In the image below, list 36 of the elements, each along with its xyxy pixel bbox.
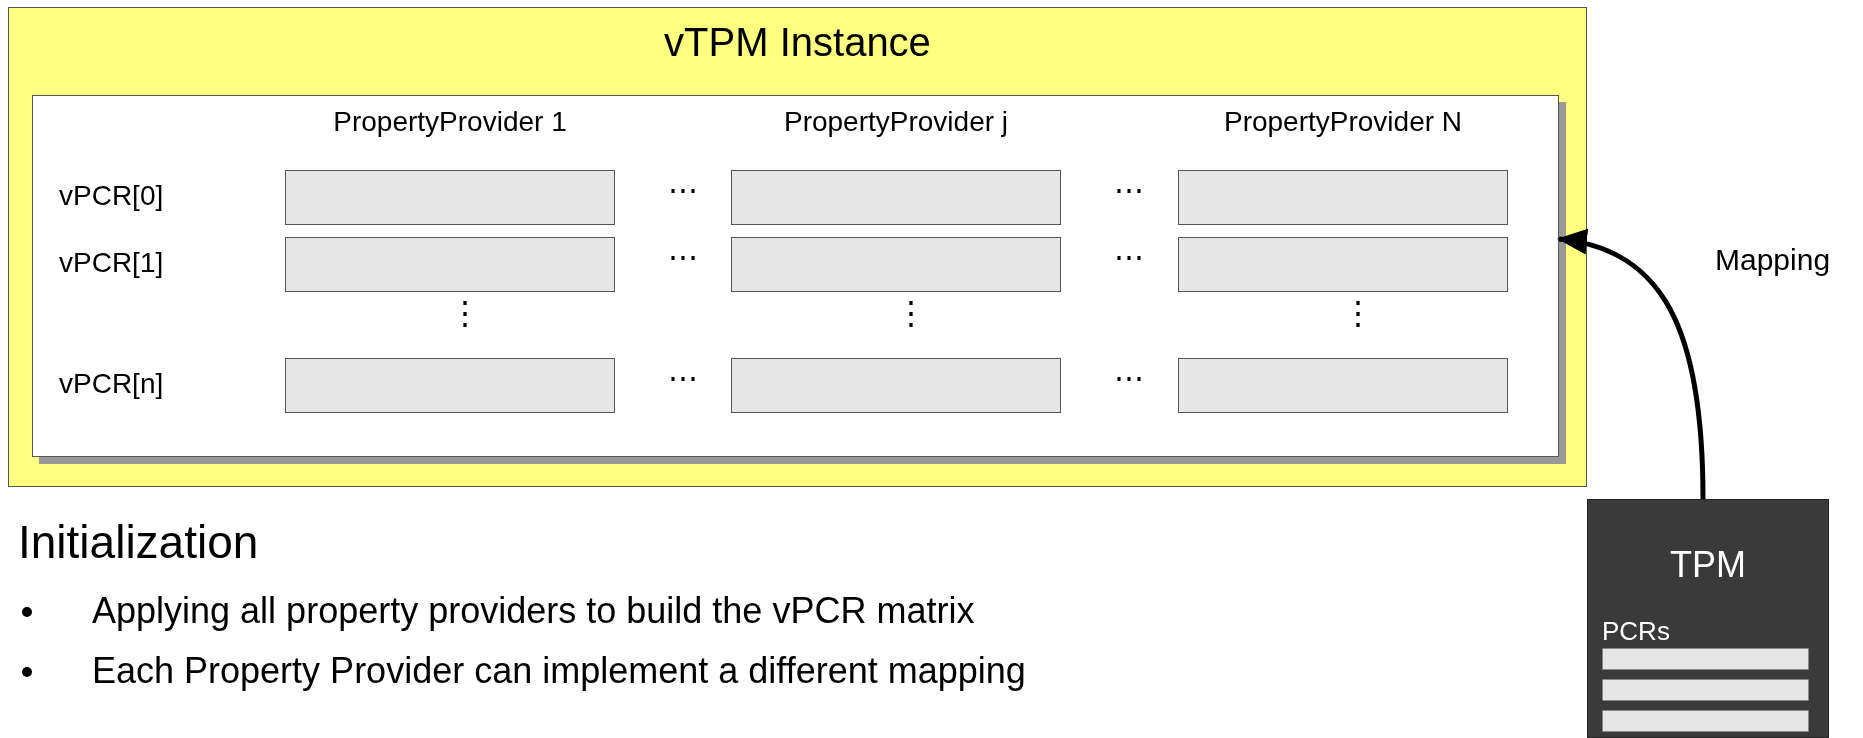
empty-cell xyxy=(285,358,615,413)
register-caption: PCRs xyxy=(1602,616,1670,647)
empty-cell xyxy=(1178,358,1508,413)
ellipsis-mark: ⋯ xyxy=(1113,239,1145,274)
row-label: vPCR[0] xyxy=(59,180,164,212)
tpm-chip-box xyxy=(1587,499,1829,738)
ellipsis-mark: ⋮ xyxy=(448,294,482,332)
bullet-text: Each Property Provider can implement a different mapping xyxy=(92,650,1026,692)
register-bar xyxy=(1602,710,1809,732)
panel-title: vTPM Instance xyxy=(663,20,932,65)
ellipsis-mark: ⋮ xyxy=(894,294,928,332)
ellipsis-mark: ⋯ xyxy=(667,360,699,395)
row-label: vPCR[1] xyxy=(59,247,164,279)
row-label: vPCR[n] xyxy=(59,368,164,400)
empty-cell xyxy=(1178,170,1508,225)
empty-cell xyxy=(731,358,1061,413)
empty-cell xyxy=(731,237,1061,292)
column-header: PropertyProvider 1 xyxy=(332,106,568,138)
register-bar xyxy=(1602,648,1809,670)
ellipsis-mark: ⋯ xyxy=(667,239,699,274)
bullet-text: Applying all property providers to build the vPCR matrix xyxy=(92,590,975,632)
empty-cell xyxy=(285,170,615,225)
column-header: PropertyProvider N xyxy=(1222,106,1464,138)
ellipsis-mark: ⋮ xyxy=(1341,294,1375,332)
ellipsis-mark: ⋯ xyxy=(667,172,699,207)
register-bar xyxy=(1602,679,1809,701)
section-heading: Initialization xyxy=(18,515,259,569)
empty-cell xyxy=(285,237,615,292)
ellipsis-mark: ⋯ xyxy=(1113,172,1145,207)
column-header: PropertyProvider j xyxy=(782,106,1010,138)
ellipsis-mark: ⋯ xyxy=(1113,360,1145,395)
empty-cell xyxy=(731,170,1061,225)
curved-arrow xyxy=(1557,230,1706,500)
empty-cell xyxy=(1178,237,1508,292)
instance-panel xyxy=(8,7,1587,487)
chip-title: TPM xyxy=(1669,544,1747,586)
